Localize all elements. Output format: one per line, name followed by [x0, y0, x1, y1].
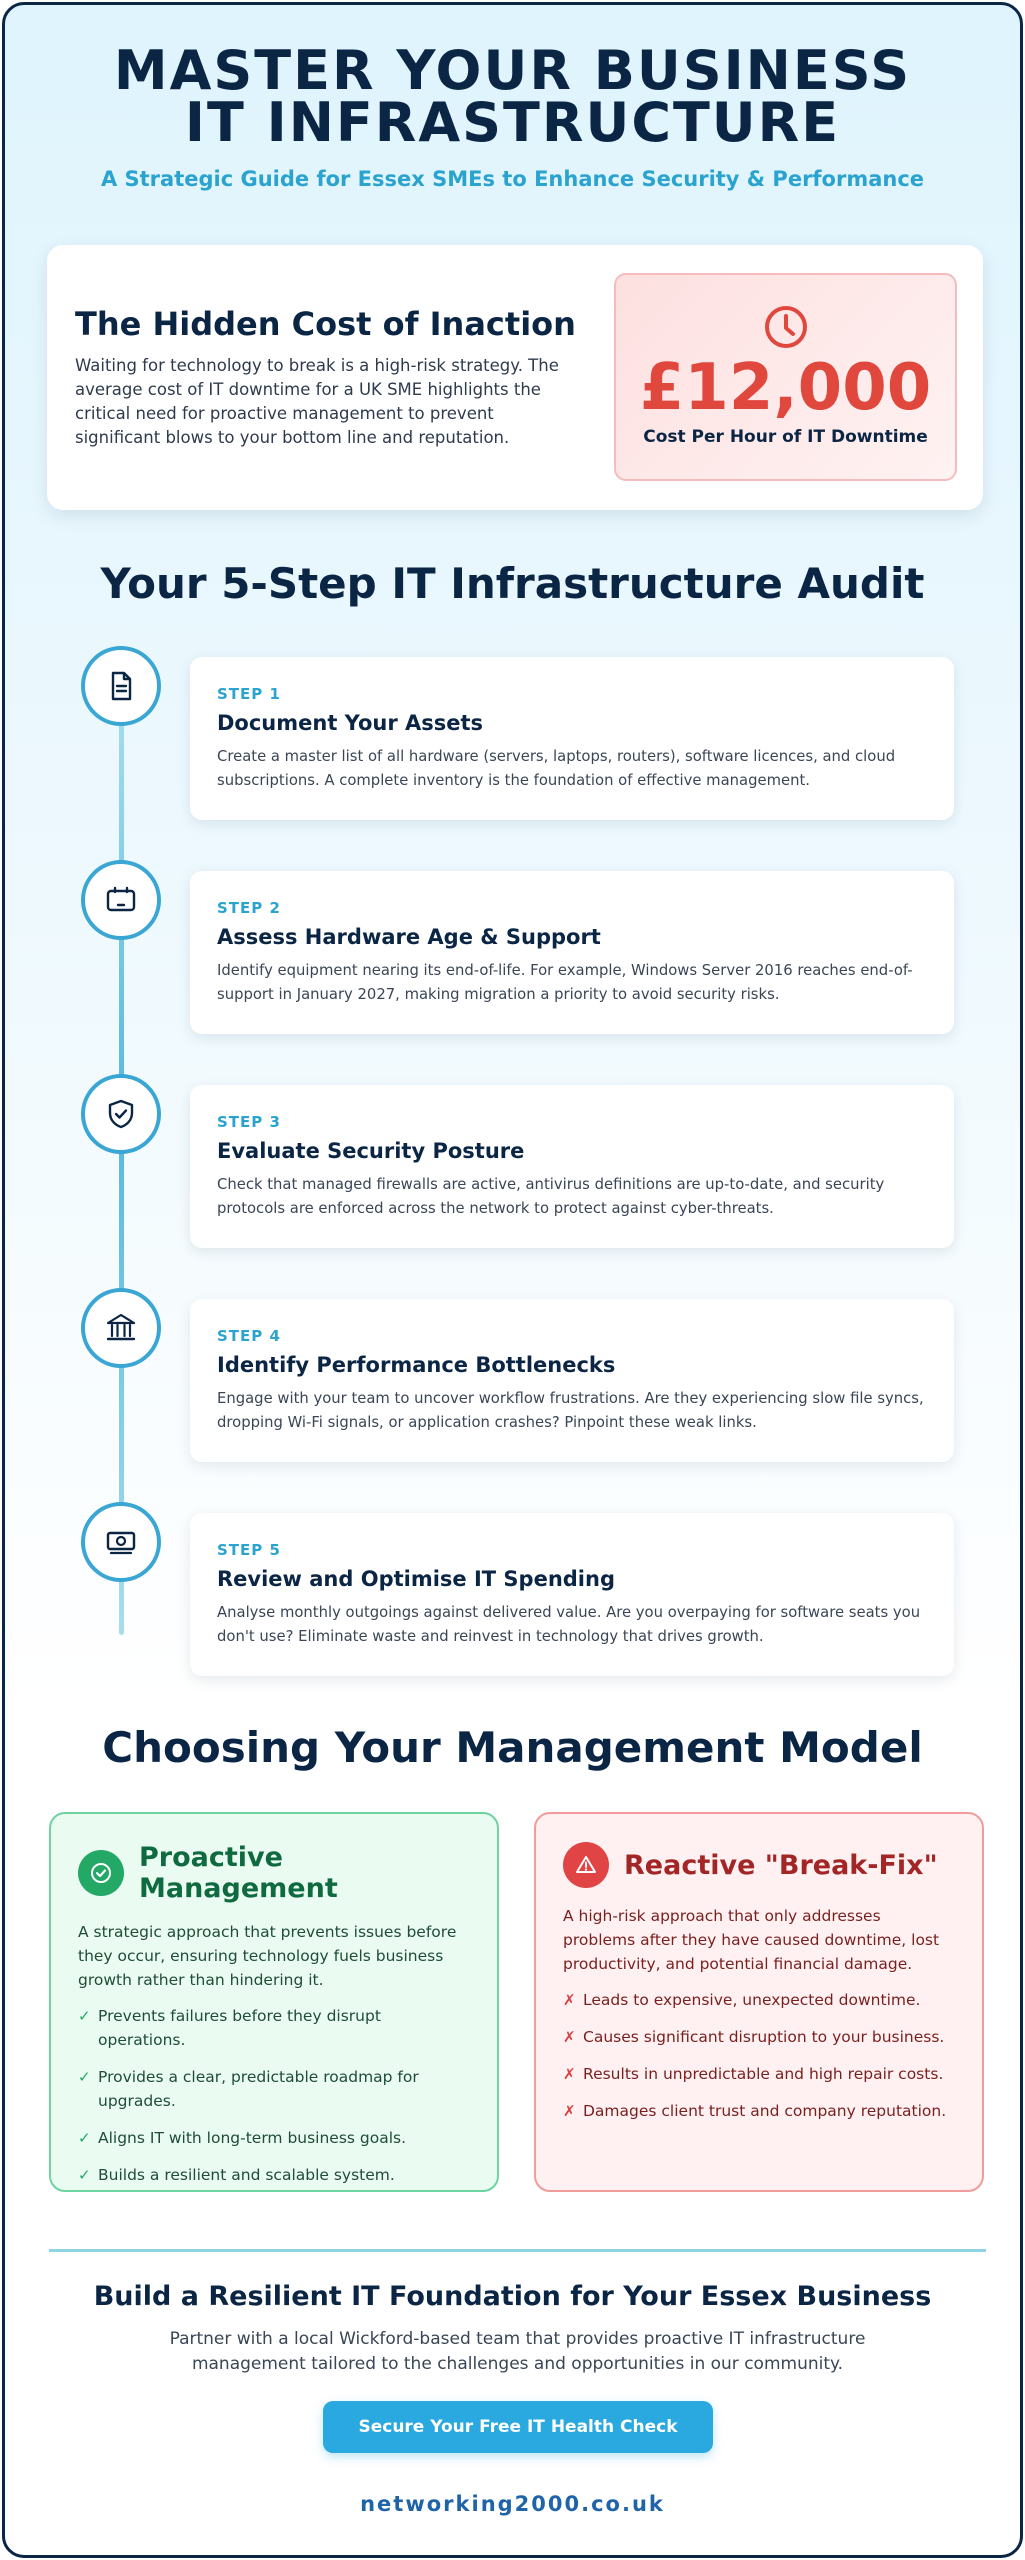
proactive-description: A strategic approach that prevents issue…	[78, 1923, 457, 1989]
step-card: STEP 4 Identify Performance Bottlenecks …	[190, 1299, 954, 1462]
document-icon	[111, 671, 132, 701]
list-item: ✓Aligns IT with long-term business goals…	[78, 2126, 470, 2150]
check-icon: ✓	[78, 2068, 91, 2086]
step-5-marker	[81, 1502, 161, 1582]
audit-section-title: Your 5-Step IT Infrastructure Audit	[100, 559, 925, 608]
check-icon: ✓	[78, 2166, 91, 2184]
footer-title: Build a Resilient IT Foundation for Your…	[93, 2281, 932, 2312]
step-title: Document Your Assets	[217, 711, 484, 735]
step-text: Engage with your team to uncover workflo…	[217, 1390, 924, 1431]
page-subtitle: A Strategic Guide for Essex SMEs to Enha…	[100, 167, 925, 191]
list-item: ✗Results in unpredictable and high repai…	[563, 2062, 955, 2086]
cross-icon: ✗	[563, 2102, 576, 2120]
website-link[interactable]: networking2000.co.uk	[360, 2492, 665, 2516]
reactive-header: Reactive "Break-Fix"	[563, 1842, 955, 1888]
step-card: STEP 5 Review and Optimise IT Spending A…	[190, 1513, 954, 1676]
money-icon	[106, 1531, 136, 1555]
proactive-points: ✓Prevents failures before they disrupt o…	[78, 2004, 470, 2187]
step-1-marker	[81, 646, 161, 726]
list-item: ✓Prevents failures before they disrupt o…	[78, 2004, 470, 2052]
hidden-cost-heading: The Hidden Cost of Inaction	[75, 305, 576, 343]
list-item: ✓Provides a clear, predictable roadmap f…	[78, 2065, 470, 2113]
models-section-title: Choosing Your Management Model	[102, 1723, 923, 1772]
page-title: MASTER YOUR BUSINESS IT INFRASTRUCTURE	[113, 39, 912, 154]
section-divider	[49, 2249, 986, 2252]
step-text: Analyse monthly outgoings against delive…	[217, 1604, 921, 1645]
laptop-icon	[106, 886, 136, 912]
downtime-cost-amount: £12,000	[639, 351, 932, 425]
check-icon: ✓	[78, 2129, 91, 2147]
proactive-header: Proactive Management	[78, 1842, 470, 1904]
list-item: ✗Leads to expensive, unexpected downtime…	[563, 1988, 955, 2012]
reactive-model-card: Reactive "Break-Fix" A high-risk approac…	[534, 1812, 984, 2192]
step-text: Check that managed firewalls are active,…	[217, 1176, 885, 1217]
reactive-title: Reactive "Break-Fix"	[624, 1849, 938, 1881]
cross-icon: ✗	[563, 2028, 576, 2046]
step-title: Identify Performance Bottlenecks	[217, 1353, 616, 1377]
proactive-title: Proactive Management	[139, 1842, 338, 1904]
warning-icon	[563, 1842, 609, 1888]
step-2-marker	[81, 860, 161, 940]
list-item: ✗Causes significant disruption to your b…	[563, 2025, 955, 2049]
list-item: ✓Builds a resilient and scalable system.	[78, 2163, 470, 2187]
bank-icon	[106, 1313, 136, 1341]
check-icon: ✓	[78, 2007, 91, 2025]
step-number: STEP 2	[217, 899, 281, 917]
downtime-cost-label: Cost Per Hour of IT Downtime	[643, 427, 928, 447]
downtime-cost-box: £12,000 Cost Per Hour of IT Downtime	[614, 273, 957, 481]
step-3-marker	[81, 1074, 161, 1154]
step-card: STEP 1 Document Your Assets Create a mas…	[190, 657, 954, 820]
health-check-button[interactable]: Secure Your Free IT Health Check	[323, 2401, 713, 2453]
timeline-line	[119, 695, 124, 1635]
step-title: Evaluate Security Posture	[217, 1139, 525, 1163]
cross-icon: ✗	[563, 2065, 576, 2083]
step-text: Create a master list of all hardware (se…	[217, 748, 896, 789]
step-4-marker	[81, 1288, 161, 1368]
reactive-points: ✗Leads to expensive, unexpected downtime…	[563, 1988, 955, 2123]
step-number: STEP 1	[217, 685, 281, 703]
hidden-cost-text: Waiting for technology to break is a hig…	[75, 356, 559, 447]
list-item: ✗Damages client trust and company reputa…	[563, 2099, 955, 2123]
step-number: STEP 4	[217, 1327, 281, 1345]
step-number: STEP 3	[217, 1113, 281, 1131]
shield-check-icon	[108, 1099, 134, 1129]
step-title: Review and Optimise IT Spending	[217, 1567, 615, 1591]
step-card: STEP 2 Assess Hardware Age & Support Ide…	[190, 871, 954, 1034]
header: MASTER YOUR BUSINESS IT INFRASTRUCTURE A…	[5, 5, 1020, 192]
footer-text: Partner with a local Wickford-based team…	[169, 2329, 866, 2374]
step-card: STEP 3 Evaluate Security Posture Check t…	[190, 1085, 954, 1248]
step-number: STEP 5	[217, 1541, 281, 1559]
step-text: Identify equipment nearing its end-of-li…	[217, 962, 913, 1003]
clock-icon	[764, 306, 807, 348]
proactive-model-card: Proactive Management A strategic approac…	[49, 1812, 499, 2192]
step-title: Assess Hardware Age & Support	[217, 925, 601, 949]
hidden-cost-card: The Hidden Cost of Inaction Waiting for …	[47, 245, 983, 510]
reactive-description: A high-risk approach that only addresses…	[563, 1907, 940, 1973]
cross-icon: ✗	[563, 1991, 576, 2009]
check-circle-icon	[78, 1850, 124, 1896]
